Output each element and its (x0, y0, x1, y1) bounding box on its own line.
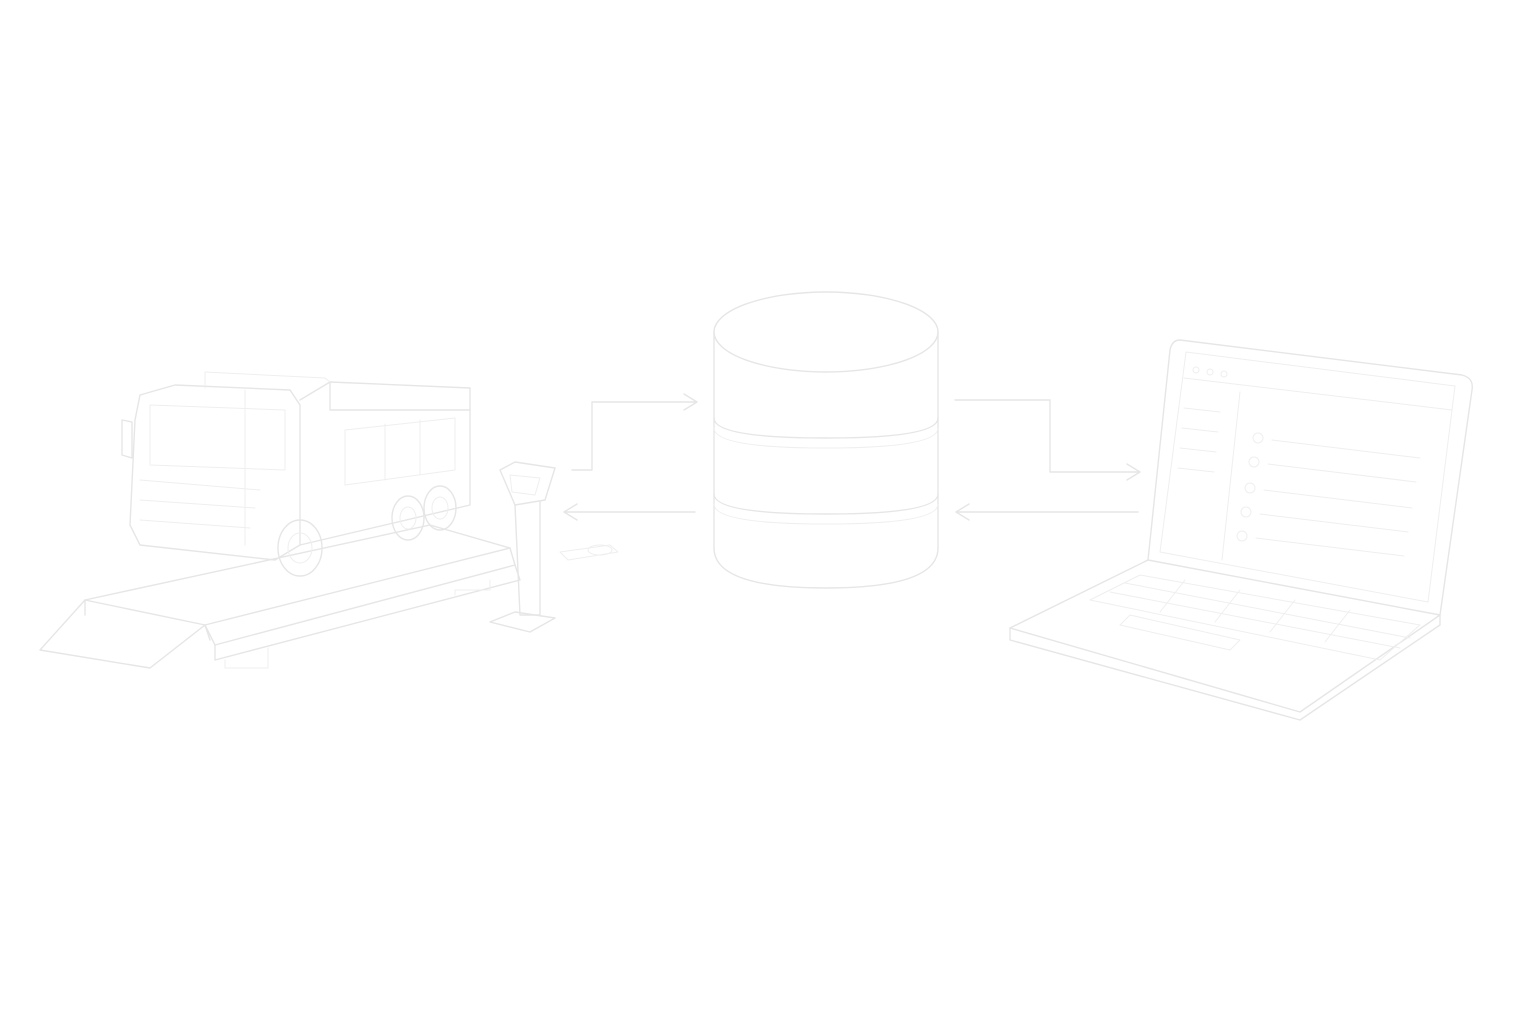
terminal-kiosk-icon (489, 461, 619, 633)
database-to-kiosk-arrow (563, 503, 696, 521)
truck (121, 371, 471, 577)
database-to-laptop-arrow (954, 399, 1141, 481)
database-icon (713, 291, 939, 589)
weighbridge-platform (39, 524, 521, 669)
laptop-icon (1009, 339, 1473, 721)
kiosk-to-database-arrow (571, 393, 698, 471)
truck-on-weighbridge-icon (39, 371, 521, 669)
laptop-to-database-arrow (955, 503, 1139, 521)
